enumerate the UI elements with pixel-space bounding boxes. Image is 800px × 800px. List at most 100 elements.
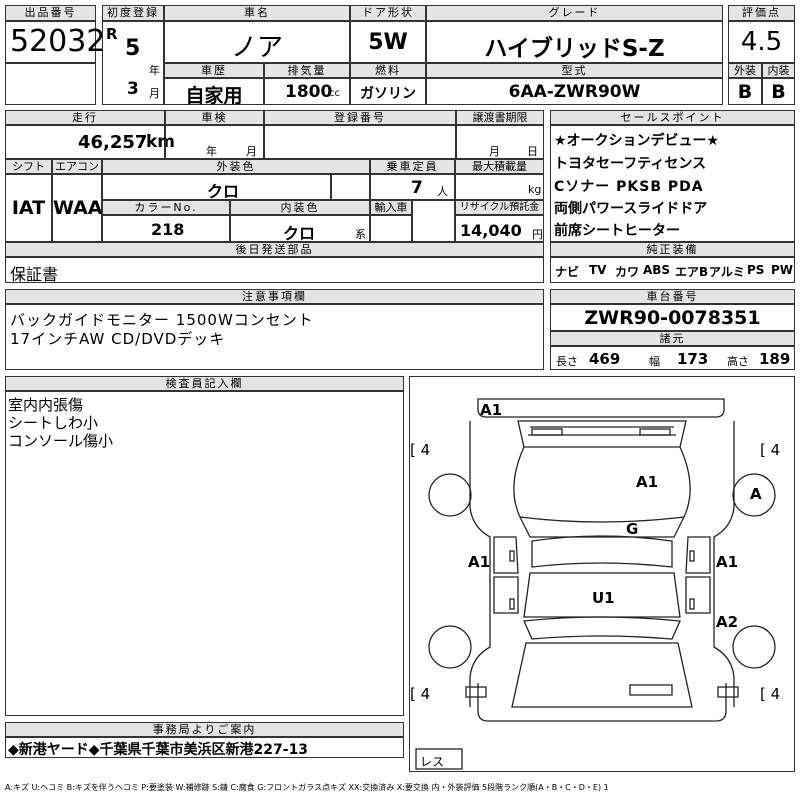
color-number-cell: 218 xyxy=(102,215,230,242)
notes-line: 17インチAW CD/DVDデッキ xyxy=(10,330,226,348)
chassis-number-value: ZWR90-0078351 xyxy=(584,307,761,329)
grade-cell: ハイブリッドS-Z xyxy=(426,21,723,63)
max-load-unit: kg xyxy=(528,183,542,196)
aircon-label: エアコン xyxy=(52,159,102,174)
history-cell: 自家用 xyxy=(164,78,264,107)
aircon-value: WAA xyxy=(53,197,103,219)
first-registration-label: 初度登録 xyxy=(102,5,164,21)
door-type-cell: 5W xyxy=(350,21,426,63)
notes-line: バックガイドモニター 1500Wコンセント xyxy=(10,311,314,329)
displacement-unit: cc xyxy=(329,88,340,99)
equipment-item: PS xyxy=(747,263,765,277)
mark-left-front-door: A1 xyxy=(468,553,491,571)
later-parts-label: 後日発送部品 xyxy=(5,242,544,257)
spare-tire-label: レス xyxy=(420,755,445,769)
grade-value: ハイブリッドS-Z xyxy=(484,36,665,62)
mileage-value: 46,257 xyxy=(78,132,148,153)
inspector-line: 室内内張傷 xyxy=(8,396,84,414)
recycle-unit: 円 xyxy=(532,228,543,241)
capacity-value: 7 xyxy=(411,178,423,198)
equipment-item: PW xyxy=(771,263,794,277)
mark-right-rear-door: A2 xyxy=(716,613,739,631)
mark-wheel-front-right: A xyxy=(750,485,762,503)
transfer-day-unit: 日 xyxy=(527,145,538,158)
office-cell: ◆新港ヤード◆千葉県千葉市美浜区新港227-13 xyxy=(5,737,404,758)
model-code-cell: 6AA-ZWR90W xyxy=(426,78,723,105)
height-label: 高さ xyxy=(727,355,749,368)
score-cell: 4.5 xyxy=(728,21,795,63)
inspector-line: コンソール傷小 xyxy=(8,432,114,450)
tire-depth-rear-left: [ 4 xyxy=(410,685,431,703)
equipment-item: カワ xyxy=(615,265,640,279)
mileage-label: 走行 xyxy=(5,110,165,125)
import-cell xyxy=(370,215,412,242)
max-load-cell: kg xyxy=(455,174,544,200)
aircon-cell: WAA xyxy=(52,174,103,242)
width-label: 幅 xyxy=(649,355,660,368)
inspector-cell: 室内内張傷 シートしわ小 コンソール傷小 xyxy=(5,391,404,716)
height-value: 189 xyxy=(759,350,791,368)
score-label: 評価点 xyxy=(728,5,795,21)
registration-month: 3 xyxy=(127,79,139,99)
interior-color-unit: 系 xyxy=(355,228,366,241)
lot-number-value: 52032 xyxy=(10,24,106,59)
inspection-label: 車検 xyxy=(165,110,264,125)
inspector-line: シートしわ小 xyxy=(8,414,99,432)
era-mark: R xyxy=(106,25,118,43)
recycle-label: リサイクル預託金 xyxy=(455,200,544,215)
equipment-item: エアB xyxy=(675,265,709,279)
mileage-cell: 46,257 km xyxy=(5,125,175,159)
inspection-month-unit: 月 xyxy=(246,145,257,158)
transfer-deadline-cell: 月 日 xyxy=(456,125,544,159)
dimensions-label: 諸元 xyxy=(550,331,795,346)
mark-hood: G xyxy=(626,520,639,538)
model-code-label: 型式 xyxy=(426,63,723,78)
door-type-label: ドア形状 xyxy=(350,5,426,21)
sales-point-line: 両側パワースライドドア xyxy=(554,201,708,217)
fuel-value: ガソリン xyxy=(360,86,416,102)
transfer-month-unit: 月 xyxy=(489,145,500,158)
color-number-label: カラーNo. xyxy=(102,200,230,215)
sales-points-label: セールスポイント xyxy=(550,110,795,125)
equipment-item: ナビ xyxy=(555,265,580,279)
car-name-value: ノア xyxy=(230,33,283,63)
capacity-label: 乗車定員 xyxy=(370,159,455,174)
exterior-grade-value: B xyxy=(737,81,753,103)
car-outline xyxy=(415,398,776,770)
car-name-label: 車名 xyxy=(164,5,350,21)
sales-points-cell: ★オークションデビュー★ トヨタセーフティセンス Cソナー PKSB PDA 両… xyxy=(550,125,795,242)
notes-cell: バックガイドモニター 1500Wコンセント 17インチAW CD/DVDデッキ xyxy=(5,304,544,370)
equipment-item: アルミ xyxy=(709,265,745,279)
later-parts-cell: 保証書 xyxy=(5,257,544,284)
inspection-year-unit: 年 xyxy=(206,145,217,158)
history-value: 自家用 xyxy=(185,85,243,107)
month-unit: 月 xyxy=(149,87,160,100)
sales-point-line: トヨタセーフティセンス xyxy=(554,156,707,172)
width-value: 173 xyxy=(677,350,709,368)
tire-depth-rear-right: [ 4 xyxy=(760,685,781,703)
interior-color-cell: クロ 系 xyxy=(230,215,370,243)
plate-label: 登録番号 xyxy=(264,110,456,125)
equipment-item: ABS xyxy=(643,263,671,277)
recycle-value: 14,040 xyxy=(460,221,522,240)
capacity-unit: 人 xyxy=(437,185,448,198)
mark-right-front-door: A1 xyxy=(716,553,739,571)
chassis-number-cell: ZWR90-0078351 xyxy=(550,304,795,331)
year-unit: 年 xyxy=(149,64,160,77)
displacement-cell: 1800 cc xyxy=(264,78,350,105)
interior-color-value: クロ xyxy=(283,224,316,243)
displacement-label: 排気量 xyxy=(264,63,350,78)
tire-depth-front-right: [ 4 xyxy=(760,441,781,459)
inspection-cell: 年 月 xyxy=(165,125,264,159)
door-type-value: 5W xyxy=(368,30,408,55)
equipment-cell: ナビ TV カワ ABS エアB アルミ PS PW xyxy=(550,257,795,283)
displacement-value: 1800 xyxy=(285,82,333,102)
registration-year: 5 xyxy=(125,36,141,61)
color-number-value: 218 xyxy=(151,220,185,239)
sales-point-line: 前席シートヒーター xyxy=(554,223,680,239)
shift-label: シフト xyxy=(5,159,52,174)
history-label: 車歴 xyxy=(164,63,264,78)
inspector-label: 検査員記入欄 xyxy=(5,376,404,391)
office-text: ◆新港ヤード◆千葉県千葉市美浜区新港227-13 xyxy=(8,742,309,758)
mark-roof: A1 xyxy=(636,473,659,491)
